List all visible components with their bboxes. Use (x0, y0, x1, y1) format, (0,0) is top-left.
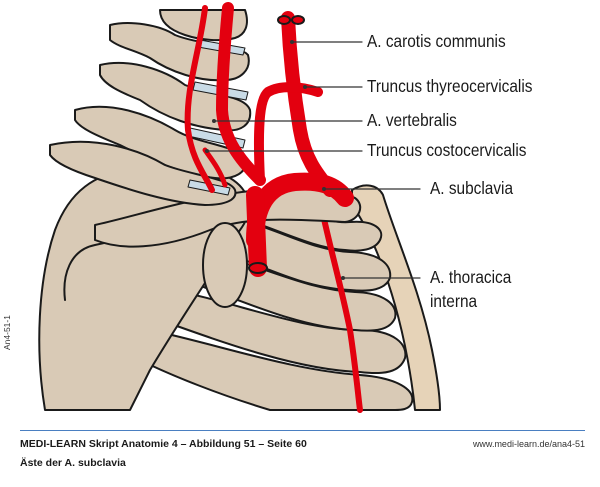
vertebra (99, 61, 252, 132)
footer-divider (20, 430, 585, 431)
rib (139, 329, 414, 411)
label-carotis-communis: A. carotis communis (367, 31, 506, 51)
thyreocervical-trunk (253, 82, 323, 185)
humeral-head (202, 222, 248, 308)
vertebra (49, 140, 237, 206)
rib (159, 289, 407, 375)
label-vertebralis: A. vertebralis (367, 110, 457, 130)
subclavian-cut-end (248, 262, 268, 274)
internal-thoracic-artery (315, 187, 363, 413)
label-thoracica-interna-line1: A. thoracica (430, 267, 512, 287)
label-subclavia: A. subclavia (430, 178, 514, 198)
anatomy-illustration (38, 2, 441, 413)
carotid-end (291, 15, 305, 25)
carotid-artery (281, 11, 337, 197)
label-truncus-costocervicalis: Truncus costocervicalis (367, 140, 527, 160)
label-thoracica-interna-line2: interna (430, 291, 478, 311)
footer-source: MEDI-LEARN Skript Anatomie 4 – Abbildung… (20, 438, 307, 450)
vertebral-artery-thick (216, 2, 266, 186)
vertebra (74, 105, 247, 180)
subclavian-descending (246, 186, 267, 277)
vertebra (109, 22, 250, 82)
footer-url[interactable]: www.medi-learn.de/ana4-51 (472, 439, 585, 449)
footer-subtitle: Äste der A. subclavia (20, 457, 126, 469)
figure-code: An4-51-1 (2, 315, 12, 350)
vertebral-artery (184, 5, 215, 193)
carotid-end (277, 15, 291, 25)
label-truncus-thyreocervicalis: Truncus thyreocervicalis (367, 76, 533, 96)
